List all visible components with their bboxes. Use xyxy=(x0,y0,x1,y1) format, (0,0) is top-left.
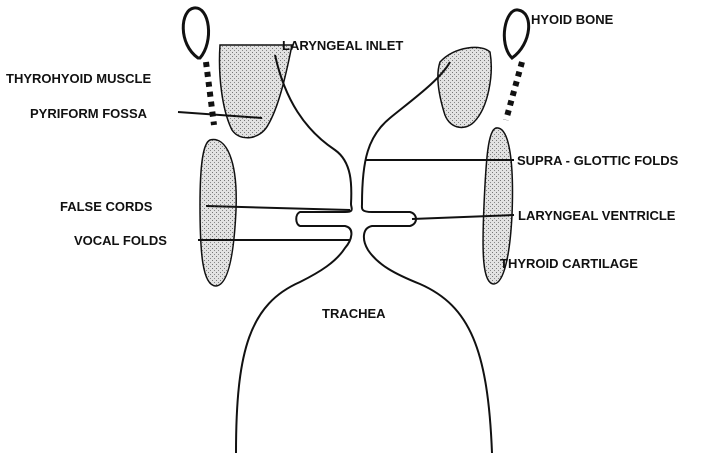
label-hyoid-bone: HYOID BONE xyxy=(531,12,614,27)
hyoid-bone-left xyxy=(183,8,208,58)
label-thyroid-cartilage: THYROID CARTILAGE xyxy=(500,256,638,271)
label-laryngeal-inlet: LARYNGEAL INLET xyxy=(282,38,403,53)
label-false-cords: FALSE CORDS xyxy=(60,199,153,214)
label-supra-glottic-folds: SUPRA - GLOTTIC FOLDS xyxy=(517,153,679,168)
label-vocal-folds: VOCAL FOLDS xyxy=(74,233,167,248)
label-pyriform-fossa: PYRIFORM FOSSA xyxy=(30,106,148,121)
thyrohyoid-muscle-left xyxy=(206,62,214,125)
label-thyrohyoid-muscle: THYROHYOID MUSCLE xyxy=(6,71,152,86)
pyriform-fossa-right xyxy=(438,47,491,127)
pyriform-fossa-left xyxy=(220,45,293,138)
hyoid-bone-right xyxy=(504,10,528,58)
label-trachea: TRACHEA xyxy=(322,306,386,321)
label-laryngeal-ventricle: LARYNGEAL VENTRICLE xyxy=(518,208,676,223)
thyroid-cartilage-left xyxy=(200,140,236,286)
thyrohyoid-muscle-right xyxy=(506,62,522,120)
